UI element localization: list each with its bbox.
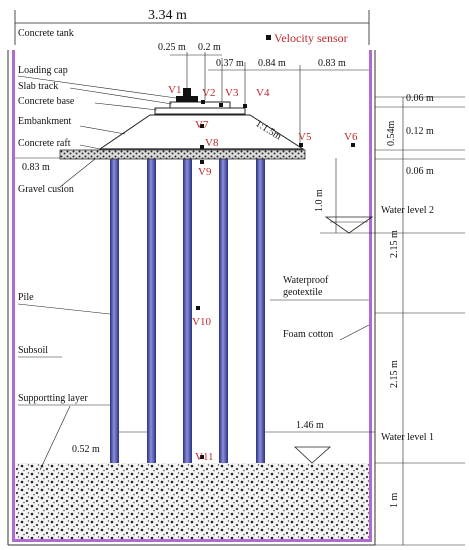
water-level-1-marker [293, 446, 332, 464]
concrete-base [154, 107, 246, 115]
sensor-v9: V9 [198, 166, 212, 178]
pile-3 [183, 158, 192, 463]
slab-track [169, 101, 231, 109]
dim-0-06-top: 0.06 m [406, 93, 434, 104]
water-level-2-marker [324, 216, 374, 234]
label-gravel-cushion: Gravel cusion [18, 184, 74, 195]
dim-0-83-left: 0.83 m [22, 162, 50, 173]
label-water-level-2: Water level 2 [381, 205, 434, 216]
supporting-layer [15, 463, 369, 539]
dim-2-15-a: 2.15 m [389, 230, 400, 258]
sensor-v5: V5 [298, 131, 312, 143]
tank-right-wall [369, 50, 372, 542]
label-waterproof: Waterproof [283, 275, 329, 286]
label-pile: Pile [18, 292, 34, 303]
label-foam-cotton: Foam cotton [283, 329, 333, 340]
dim-0-52: 0.52 m [72, 444, 100, 455]
dim-0-84: 0.84 m [258, 58, 286, 69]
pile-2 [147, 158, 156, 463]
dim-0-12: 0.12 m [406, 126, 434, 137]
pile-5 [256, 158, 265, 463]
pile-4 [219, 158, 228, 463]
label-embankment: Embankment [18, 116, 72, 127]
tank-bottom-wall [12, 539, 372, 542]
label-geotextile: geotextile [283, 287, 323, 298]
sensor-v2: V2 [202, 87, 215, 99]
dim-0-83-top: 0.83 m [318, 58, 346, 69]
dim-0-2: 0.2 m [198, 42, 221, 53]
label-slab-track: Slab track [18, 81, 58, 92]
pile-1 [110, 158, 119, 463]
label-subsoil: Subsoil [18, 345, 48, 356]
dim-3-34: 3.34 m [148, 8, 187, 23]
sensor-v10: V10 [192, 316, 211, 328]
label-concrete-raft: Concrete raft [18, 138, 71, 149]
label-concrete-base: Concrete base [18, 96, 75, 107]
sensor-v6: V6 [344, 131, 358, 143]
dim-0-37: 0.37 m [216, 58, 244, 69]
gravel-cushion [59, 149, 306, 160]
dim-1: 1 m [389, 493, 400, 509]
dim-0-25: 0.25 m [158, 42, 186, 53]
dim-2-15-b: 2.15 m [389, 360, 400, 388]
dim-1-46: 1.46 m [296, 420, 324, 431]
dim-1-0: 1.0 m [314, 189, 325, 212]
sensor-v7: V7 [195, 119, 209, 131]
sensor-v1: V1 [168, 84, 181, 96]
legend-sensor-marker [266, 35, 271, 40]
label-water-level-1: Water level 1 [381, 432, 434, 443]
sensor-v11: V11 [195, 451, 214, 463]
label-loading-cap: Loading cap [18, 65, 68, 76]
label-concrete-tank: Concrete tank [18, 28, 74, 39]
loading-cap [183, 88, 191, 102]
dim-0-54: 0.54m [386, 121, 397, 147]
sensor-v4: V4 [256, 87, 270, 99]
sensor-v8: V8 [205, 137, 219, 149]
dim-0-06-bot: 0.06 m [406, 166, 434, 177]
label-supporting-layer: Supportting layer [18, 393, 88, 404]
tank-left-wall [12, 50, 15, 542]
label-velocity-sensor: Velocity sensor [274, 31, 348, 45]
sensor-v3: V3 [225, 87, 239, 99]
